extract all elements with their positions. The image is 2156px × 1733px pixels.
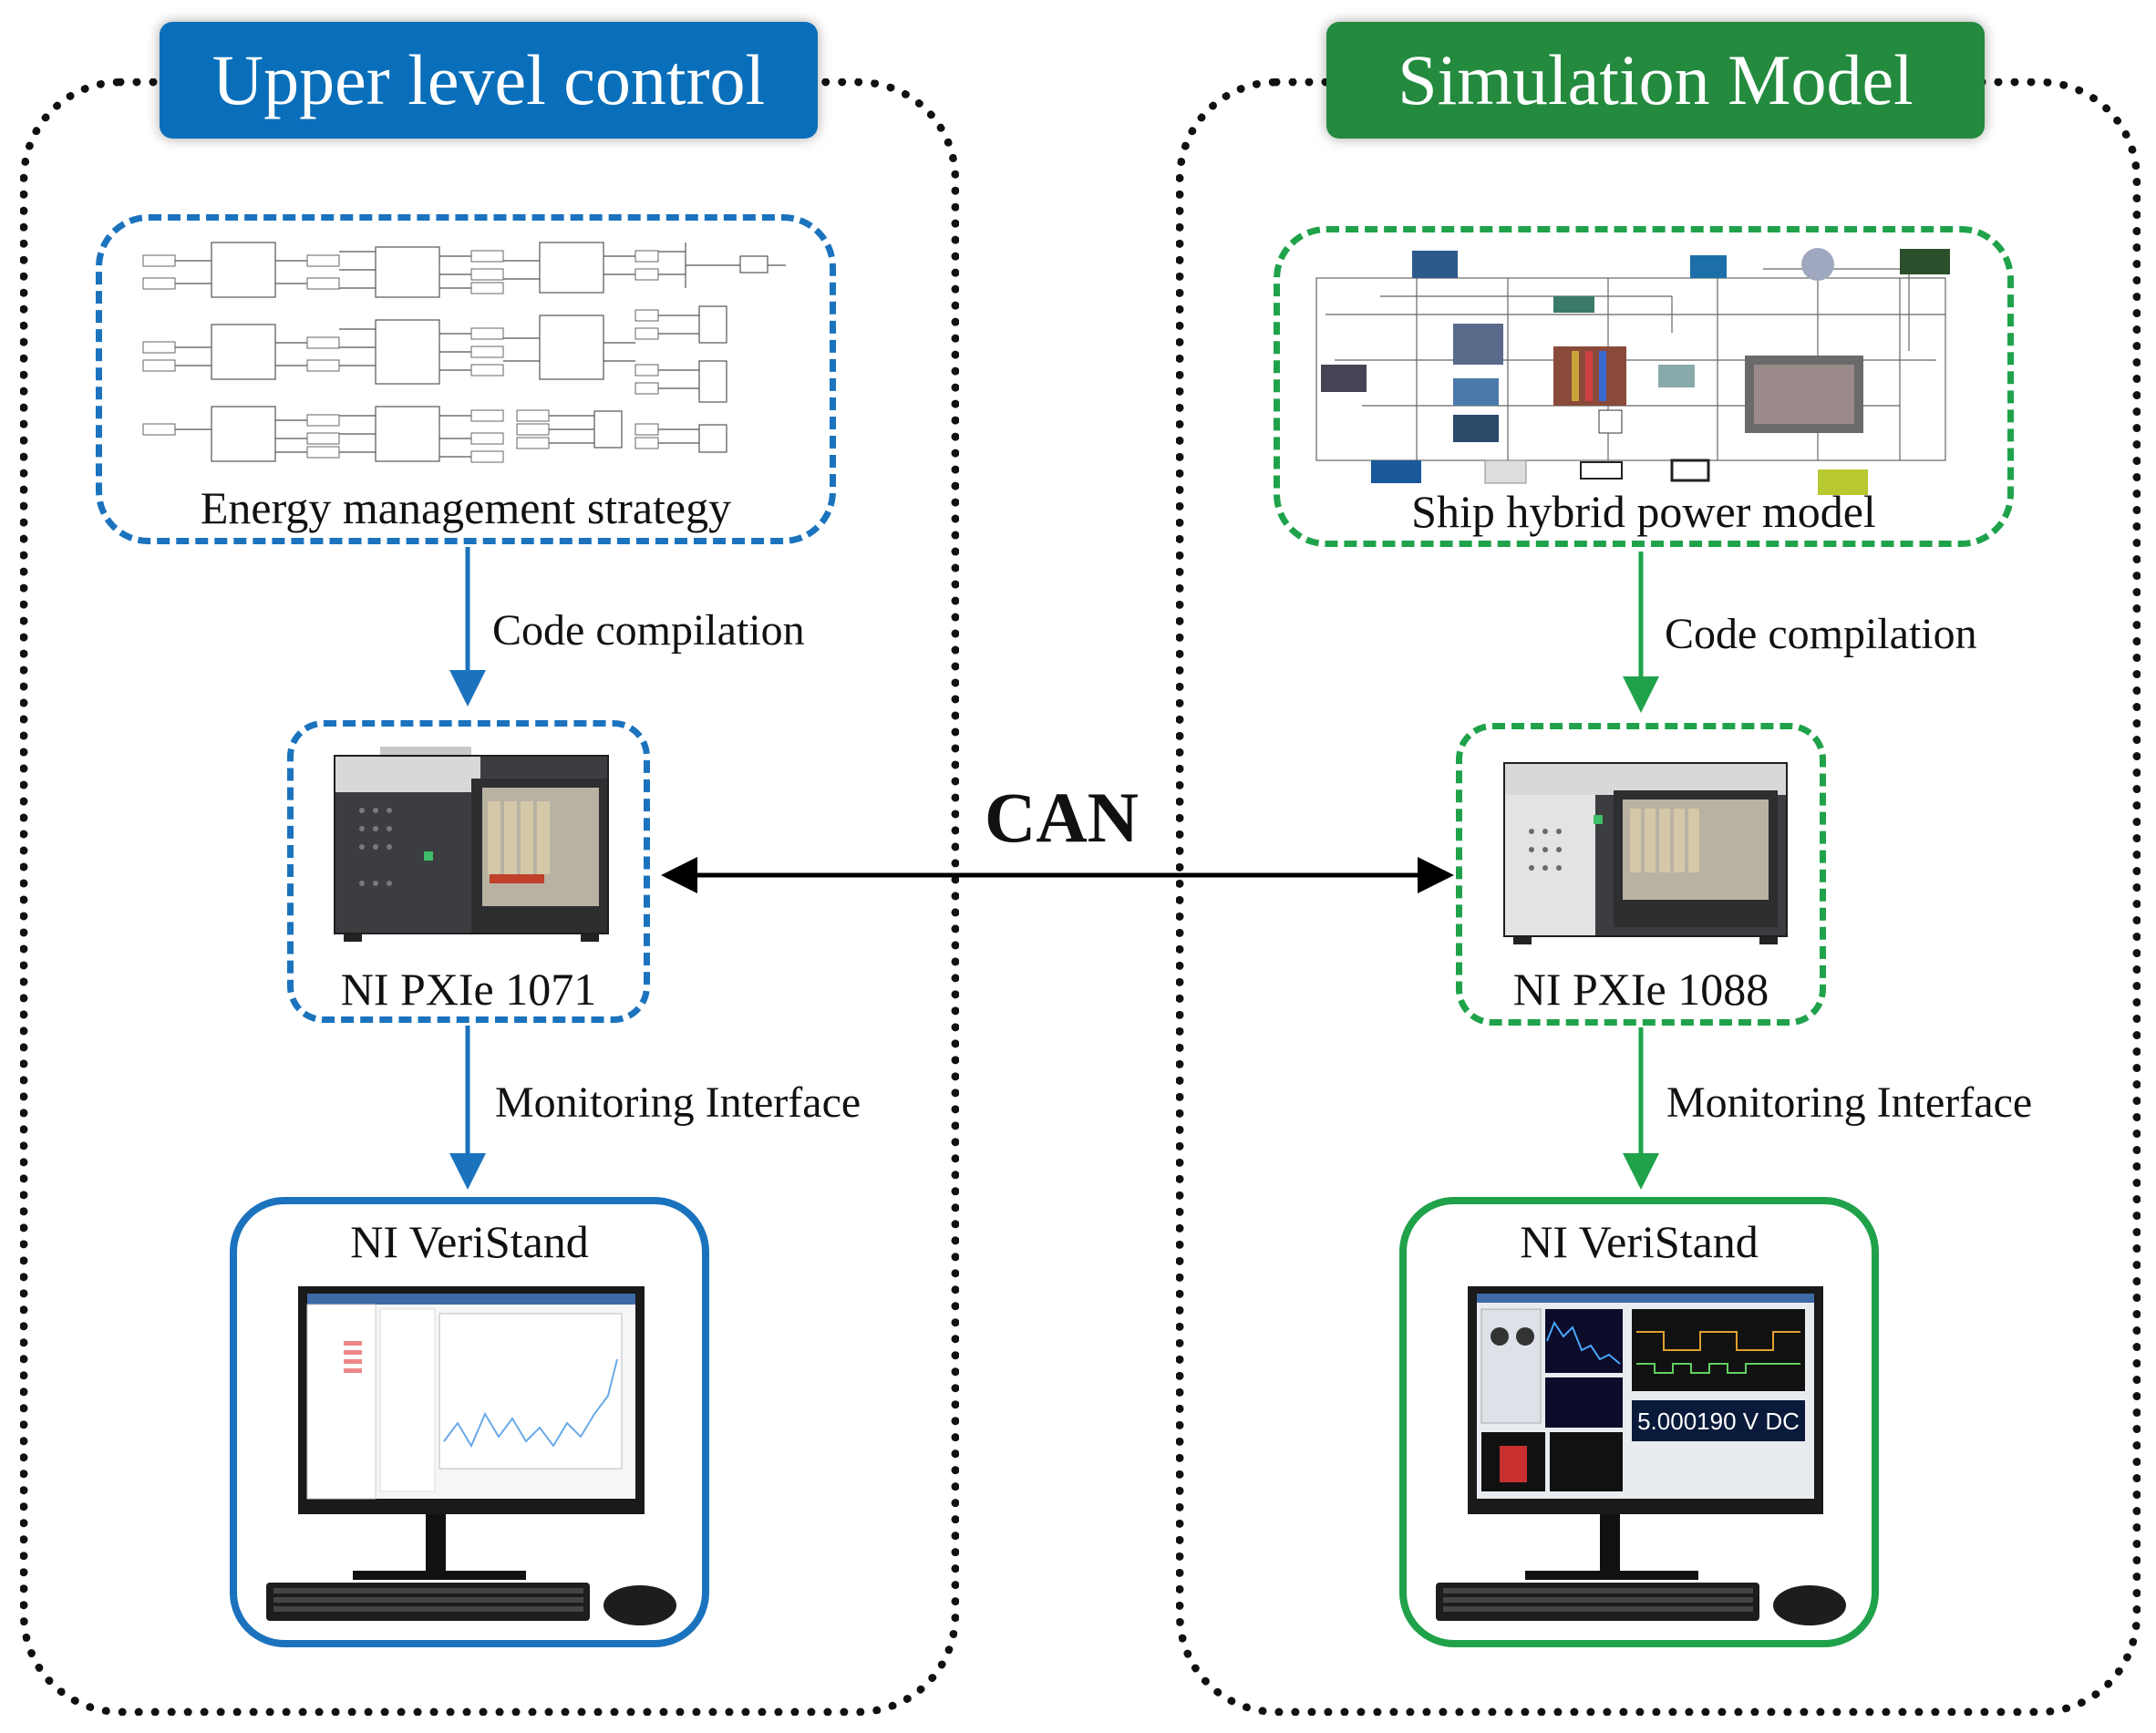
ship-model-diagram-image <box>1315 248 1950 495</box>
pxi-chassis-icon <box>1503 762 1788 944</box>
left-model-box <box>96 214 836 544</box>
right-pc-label: NI VeriStand <box>1520 1216 1759 1267</box>
voltage-readout: 5.000190 V DC <box>1637 1408 1800 1435</box>
left-chassis-box <box>287 720 650 1023</box>
right-title-text: Simulation Model <box>1398 40 1914 119</box>
right-compile-label: Code compilation <box>1665 610 1977 658</box>
left-monitor-label: Monitoring Interface <box>495 1078 861 1127</box>
left-pc-label: NI VeriStand <box>350 1216 589 1267</box>
right-model-box <box>1274 226 2014 547</box>
desktop-computer-icon: 5.000190 V DC <box>1436 1286 1846 1625</box>
left-compile-label: Code compilation <box>492 606 805 655</box>
left-title-text: Upper level control <box>211 40 766 119</box>
left-title: Upper level control <box>160 22 818 139</box>
can-label: CAN <box>985 778 1139 857</box>
right-pc-box: NI VeriStand 5.000190 V DC <box>1399 1197 1879 1647</box>
right-monitor-label: Monitoring Interface <box>1666 1078 2033 1127</box>
right-chassis-box <box>1456 723 1826 1026</box>
pxi-chassis-icon <box>334 747 609 942</box>
left-chassis-label: NI PXIe 1071 <box>340 964 597 1015</box>
right-chassis-label: NI PXIe 1088 <box>1512 964 1769 1015</box>
right-model-caption: Ship hybrid power model <box>1411 486 1876 537</box>
simulink-diagram-image <box>142 242 786 463</box>
right-title: Simulation Model <box>1326 22 1985 139</box>
left-model-caption: Energy management strategy <box>200 482 732 533</box>
left-pc-box: NI VeriStand <box>230 1197 709 1647</box>
desktop-computer-icon <box>266 1286 676 1625</box>
